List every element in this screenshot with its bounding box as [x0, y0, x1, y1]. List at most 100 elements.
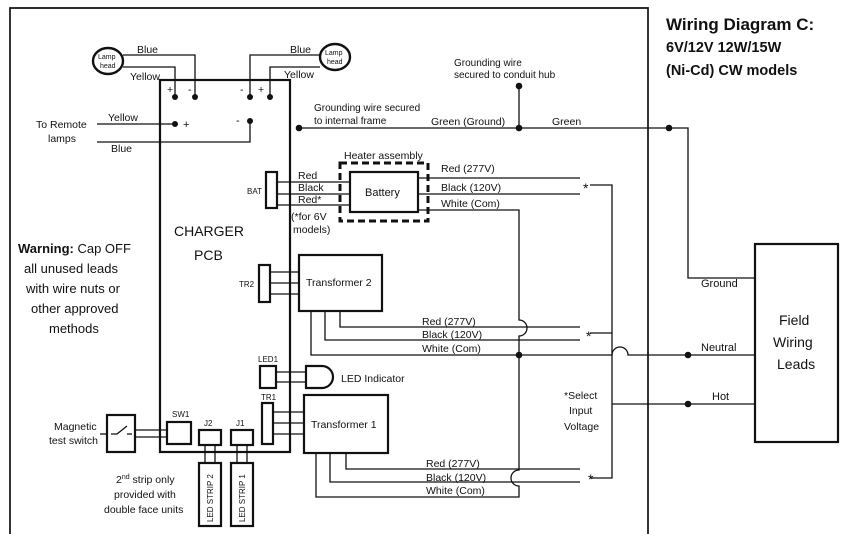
field-label-line-2: Wiring [773, 334, 813, 350]
junction-dot [515, 82, 523, 90]
led1-connector [258, 364, 278, 390]
tr2-connector [257, 263, 272, 304]
tr2-red-label: Red (277V) [422, 316, 476, 328]
charger-label-line-1: CHARGER [174, 223, 244, 239]
tr1-wire-white-com [315, 355, 520, 498]
lamp-left-plus: + [167, 84, 173, 96]
led1-connector-label: LED1 [258, 355, 279, 364]
diagram-title: Wiring Diagram C: 6V/12V 12W/15W (Ni-Cd)… [666, 15, 814, 79]
lamp-left-minus: - [188, 84, 192, 96]
svg-text:2nd strip only: 2nd strip only [116, 474, 175, 486]
title-line-1: Wiring Diagram C: [666, 15, 814, 34]
junction-dot [665, 124, 673, 132]
tr1-wire-red-277 [345, 453, 580, 470]
led-strip-1 [229, 461, 255, 528]
field-hot-label: Hot [712, 391, 729, 403]
battery-red-star-label: Red* [298, 194, 321, 206]
junction-dot [515, 124, 523, 132]
battery-note-line-1: (*for 6V [291, 211, 327, 223]
remote-yellow-label: Yellow [108, 112, 138, 124]
tr1-red-label: Red (277V) [426, 458, 480, 470]
j2-connector-label: J2 [204, 419, 213, 428]
lamp-left-wire-blue [123, 54, 196, 97]
tr2-wire-black-120 [324, 311, 580, 341]
lamp-right-plus: + [258, 84, 264, 96]
tr2-select-star: * [586, 328, 592, 344]
battery-note-line-2: models) [293, 224, 330, 236]
terminal-dot [247, 118, 253, 124]
terminal-dot [172, 94, 178, 100]
tr1-connector-label: TR1 [261, 393, 277, 402]
warning-line-2: all unused leads [24, 261, 118, 276]
field-label-line-1: Field [779, 312, 809, 328]
warning-note: Warning: Cap OFF all unused leads with w… [18, 241, 131, 336]
field-wiring-leads-box [753, 242, 840, 444]
junction-dot [684, 400, 692, 408]
warning-line-4: other approved [31, 301, 118, 316]
transformer-2-label: Transformer 2 [306, 277, 372, 289]
charger-label-line-2: PCB [194, 247, 223, 263]
j1-connector-label: J1 [236, 419, 245, 428]
lamp-left-yellow-label: Yellow [130, 71, 160, 83]
battery-black-label: Black [298, 182, 324, 194]
warning-line-1: Cap OFF [74, 241, 131, 256]
heater-red-label: Red (277V) [441, 163, 495, 175]
grounding-frame-label-line-1: Grounding wire secured [314, 103, 420, 114]
battery-red-label: Red [298, 170, 317, 182]
sw1-connector-label: SW1 [172, 410, 190, 419]
enclosure-outline [9, 7, 649, 534]
magnetic-switch-icon [111, 425, 132, 435]
junction-dot [684, 351, 692, 359]
lamp-right-yellow-label: Yellow [284, 69, 314, 81]
led-indicator-icon [304, 364, 335, 390]
svg-text:Warning: Cap OFF: Warning: Cap OFF [18, 241, 131, 256]
led-indicator-label: LED Indicator [341, 373, 405, 385]
tr1-white-label: White (Com) [426, 485, 485, 497]
tr1-black-label: Black (120V) [426, 472, 486, 484]
led-strip-1-label: LED STRIP 1 [238, 474, 247, 522]
lamp-right-wire-yellow [269, 66, 320, 97]
tr2-wire-white-com [310, 311, 755, 356]
lamp-right-minus: - [240, 84, 244, 96]
heater-assembly-label: Heater assembly [344, 150, 424, 162]
title-line-2: 6V/12V 12W/15W [666, 40, 782, 56]
tr2-white-label: White (Com) [422, 343, 481, 355]
strip-note-sup: nd [122, 474, 130, 481]
field-neutral-label: Neutral [701, 342, 736, 354]
j2-connector [197, 428, 223, 447]
battery-label: Battery [365, 187, 400, 199]
remote-wire-blue [97, 121, 251, 143]
strip-note-line-3: double face units [104, 504, 183, 516]
lamp-left-blue-label: Blue [137, 44, 158, 56]
remote-lamps-label-line-1: To Remote [36, 119, 87, 131]
tr1-select-star: * [588, 471, 594, 487]
terminal-dot [192, 94, 198, 100]
heater-assembly-outline [338, 161, 430, 223]
lamp-head-right-label-top: Lamp [325, 50, 343, 57]
junction-dot [295, 124, 303, 132]
remote-plus: + [183, 119, 189, 131]
sw1-connector [165, 420, 193, 446]
select-hot-bus [590, 184, 613, 479]
strip-note-pre: 2 [116, 474, 122, 486]
lamp-head-left-label-top: Lamp [98, 54, 116, 61]
field-ground-label: Ground [701, 278, 738, 290]
grounding-conduit-label-line-2: secured to conduit hub [454, 70, 556, 81]
heater-black-label: Black (120V) [441, 182, 501, 194]
lamp-head-left-label-bottom: head [100, 63, 116, 70]
tr2-connector-label: TR2 [239, 280, 255, 289]
grounding-conduit-label-line-1: Grounding wire [454, 58, 522, 69]
select-voltage-line-1: *Select [564, 390, 597, 402]
lamp-head-left-icon [91, 46, 125, 76]
green-label: Green [552, 116, 581, 128]
title-line-3: (Ni-Cd) CW models [666, 63, 797, 79]
warning-line-3: with wire nuts or [25, 281, 121, 296]
terminal-dot [247, 94, 253, 100]
j1-connector [229, 428, 255, 447]
transformer-1-box [302, 393, 390, 455]
lamp-head-right-icon [318, 42, 352, 72]
lamp-right-blue-label: Blue [290, 44, 311, 56]
lamp-right-wire-blue [249, 54, 320, 97]
tr2-wire-red-277 [339, 311, 580, 328]
